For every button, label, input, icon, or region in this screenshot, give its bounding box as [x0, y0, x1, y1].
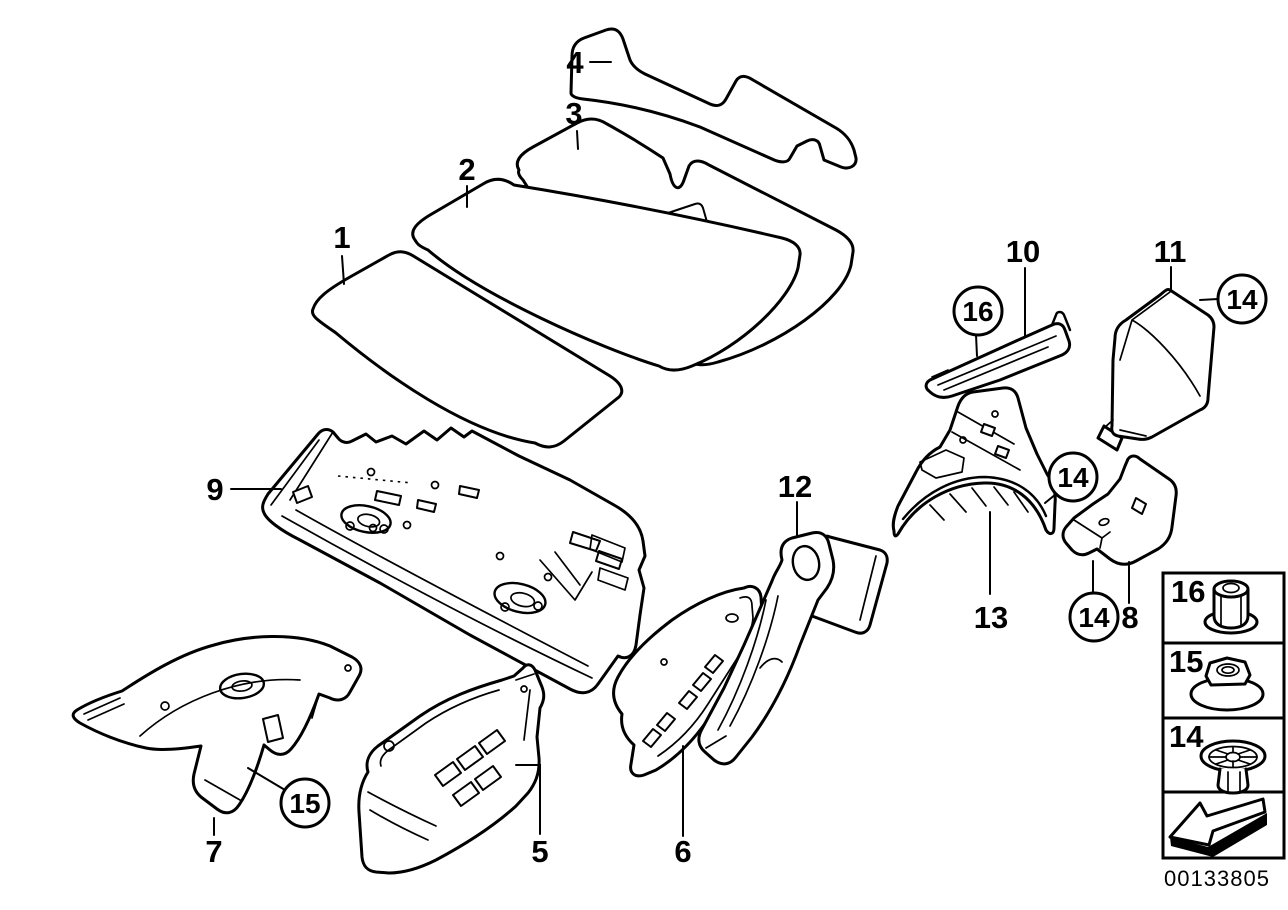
- part-13-drawing: [891, 386, 1057, 538]
- direction-arrow-icon: [1168, 797, 1267, 857]
- circled-callout-14c-text: 14: [1078, 602, 1110, 633]
- part-1-drawing: [310, 250, 624, 449]
- callout-14a-leader: [1044, 493, 1057, 504]
- flange-nut-icon: [1189, 656, 1265, 712]
- callout-10: 10: [1006, 234, 1040, 269]
- circled-callout-14-c: 14: [1068, 591, 1120, 643]
- legend-label-14: 14: [1169, 719, 1204, 754]
- callout-6: 6: [674, 834, 691, 869]
- part-12-drawing: [697, 531, 889, 766]
- callout-7: 7: [205, 834, 222, 869]
- callout-2: 2: [458, 152, 475, 187]
- part-8-drawing: [1061, 454, 1178, 566]
- circled-callout-14b-text: 14: [1226, 284, 1258, 315]
- part-5-drawing: [357, 663, 546, 875]
- legend-label-15: 15: [1169, 644, 1203, 679]
- fastener-legend: 16 15 14: [1161, 571, 1286, 860]
- circled-callout-14-a: 14: [1047, 451, 1099, 503]
- callout-4: 4: [566, 45, 584, 80]
- callout-8: 8: [1121, 600, 1138, 635]
- callout-15-leader: [247, 767, 286, 791]
- part-10-drawing: [924, 310, 1072, 399]
- diagram-id-number: 00133805: [1164, 866, 1270, 891]
- circled-callout-15-text: 15: [289, 788, 320, 819]
- plastic-nut-icon: [1203, 579, 1259, 635]
- part-2-drawing: [411, 177, 802, 372]
- part-7-drawing: [71, 635, 363, 815]
- callout-11: 11: [1154, 234, 1187, 269]
- callout-labels: 1 2 3 4 5 6 7 8 9 10 11 12 13: [205, 45, 1186, 869]
- callout-9: 9: [206, 472, 223, 507]
- callout-1: 1: [333, 220, 350, 255]
- circled-callout-16: 16: [952, 285, 1004, 337]
- callout-3-leader: [576, 130, 579, 150]
- callout-3: 3: [565, 96, 582, 131]
- circled-callout-14-b: 14: [1216, 273, 1268, 325]
- callout-1-leader: [341, 255, 345, 285]
- callout-5: 5: [531, 834, 548, 869]
- part-11-drawing: [1096, 288, 1216, 452]
- circled-callouts: 14 14 14 15 16: [279, 273, 1268, 829]
- circled-callout-15: 15: [279, 777, 331, 829]
- callout-5-leader: [515, 764, 541, 835]
- legend-label-16: 16: [1171, 574, 1205, 609]
- callout-12: 12: [778, 469, 812, 504]
- expanding-rivet-icon: [1199, 739, 1267, 795]
- callout-13: 13: [974, 600, 1008, 635]
- callout-16-leader: [975, 334, 978, 357]
- part-4-drawing: [569, 27, 858, 170]
- circled-callout-14a-text: 14: [1057, 462, 1089, 493]
- circled-callout-16-text: 16: [962, 296, 993, 327]
- part-9-drawing: [261, 426, 647, 695]
- callout-14b-leader: [1199, 298, 1219, 301]
- leader-lines: [213, 61, 1219, 837]
